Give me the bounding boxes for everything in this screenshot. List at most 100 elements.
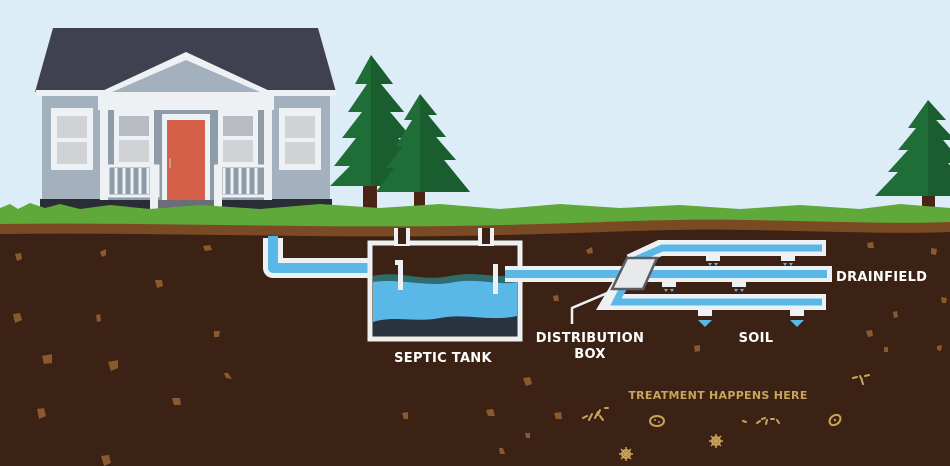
rock bbox=[866, 330, 873, 337]
virus-icon bbox=[619, 447, 633, 461]
rock bbox=[100, 249, 106, 257]
drip-icon bbox=[734, 289, 738, 292]
rock bbox=[224, 373, 232, 379]
front-door bbox=[167, 120, 205, 200]
bacteria-icon bbox=[649, 415, 665, 427]
tree-small bbox=[376, 94, 470, 212]
rock bbox=[893, 311, 898, 318]
outlet-pipe-water bbox=[505, 270, 625, 278]
bacteria-icon bbox=[828, 413, 842, 427]
tree-shade bbox=[371, 55, 432, 186]
inlet-baffle bbox=[395, 260, 403, 265]
sludge-layer bbox=[373, 316, 517, 336]
tree-shade bbox=[928, 100, 950, 196]
microbes bbox=[582, 374, 870, 461]
drip-icon bbox=[783, 263, 787, 266]
distribution-box-shape[interactable] bbox=[610, 256, 659, 291]
treatment-label: TREATMENT HAPPENS HERE bbox=[628, 389, 807, 402]
rock bbox=[108, 360, 118, 371]
rock bbox=[523, 377, 532, 386]
drip-icon bbox=[790, 320, 804, 327]
drip-icon bbox=[714, 263, 718, 266]
rock bbox=[937, 345, 942, 351]
tooth bbox=[662, 280, 676, 287]
drip-icon bbox=[664, 289, 668, 292]
drips bbox=[664, 263, 804, 327]
drainfield-label: DRAINFIELD bbox=[836, 270, 927, 285]
railing-balusters bbox=[114, 168, 258, 194]
lateral-water bbox=[633, 244, 822, 264]
window-pane bbox=[223, 140, 253, 162]
drip-icon bbox=[698, 320, 712, 327]
distribution-box-leader-line bbox=[570, 289, 613, 324]
tooth bbox=[706, 254, 720, 261]
inlet-pipe-water bbox=[268, 236, 395, 273]
window-pane bbox=[119, 140, 149, 162]
distribution-box-label-line1: DISTRIBUTION bbox=[536, 331, 644, 346]
riser-opening bbox=[398, 228, 406, 244]
tooth bbox=[698, 308, 712, 316]
lateral-water bbox=[645, 270, 827, 278]
soil-label: SOIL bbox=[739, 331, 774, 346]
porch-column bbox=[264, 110, 272, 200]
window-pane bbox=[285, 142, 315, 164]
distribution-box-label-line2: BOX bbox=[574, 347, 605, 362]
drip-icon bbox=[789, 263, 793, 266]
porch-steps bbox=[158, 200, 214, 210]
tree-trunk bbox=[414, 192, 425, 212]
distribution-box[interactable] bbox=[610, 256, 659, 291]
window-pane bbox=[223, 116, 253, 136]
window-pane bbox=[119, 116, 149, 136]
tree-right bbox=[875, 100, 950, 212]
drip-icon bbox=[708, 263, 712, 266]
rock bbox=[586, 247, 593, 254]
virus-icon bbox=[709, 434, 723, 448]
rock bbox=[214, 331, 220, 337]
rock bbox=[172, 398, 181, 405]
rod-bacteria-icon bbox=[582, 374, 870, 425]
rock bbox=[101, 455, 111, 466]
rock bbox=[15, 253, 22, 261]
septic-tank bbox=[367, 228, 523, 342]
rock bbox=[884, 347, 888, 352]
tank-water bbox=[373, 280, 517, 324]
rock bbox=[554, 412, 562, 419]
soil bbox=[0, 229, 950, 466]
rock bbox=[37, 408, 46, 419]
house bbox=[35, 28, 336, 211]
window-pane bbox=[57, 116, 87, 138]
rock bbox=[203, 245, 212, 251]
tree-shade bbox=[420, 94, 470, 192]
rock bbox=[553, 295, 559, 301]
door-knob bbox=[169, 158, 171, 168]
drip-icon bbox=[740, 289, 744, 292]
tooth bbox=[790, 308, 804, 316]
window-pane bbox=[57, 142, 87, 164]
rock bbox=[499, 448, 505, 454]
window-pane bbox=[285, 116, 315, 138]
inlet-baffle bbox=[398, 260, 403, 290]
rock bbox=[867, 242, 874, 248]
rock bbox=[931, 248, 937, 255]
rock bbox=[525, 433, 530, 438]
tree-trunk bbox=[363, 182, 377, 212]
rock bbox=[42, 354, 52, 364]
riser-opening bbox=[482, 228, 490, 244]
porch-beam bbox=[98, 92, 274, 110]
rock bbox=[96, 314, 101, 322]
tooth bbox=[732, 280, 746, 287]
septic-tank-label: SEPTIC TANK bbox=[394, 351, 492, 366]
perforations bbox=[662, 254, 804, 316]
rail-post bbox=[214, 165, 222, 211]
rock bbox=[694, 345, 700, 352]
rock bbox=[941, 297, 947, 303]
rock bbox=[486, 409, 495, 416]
rock bbox=[402, 412, 408, 419]
tooth bbox=[781, 254, 795, 261]
gable-fill bbox=[112, 60, 260, 92]
rock bbox=[13, 313, 22, 323]
porch-column bbox=[100, 110, 108, 200]
rail-post bbox=[150, 165, 158, 211]
soil-rocks bbox=[13, 242, 947, 466]
